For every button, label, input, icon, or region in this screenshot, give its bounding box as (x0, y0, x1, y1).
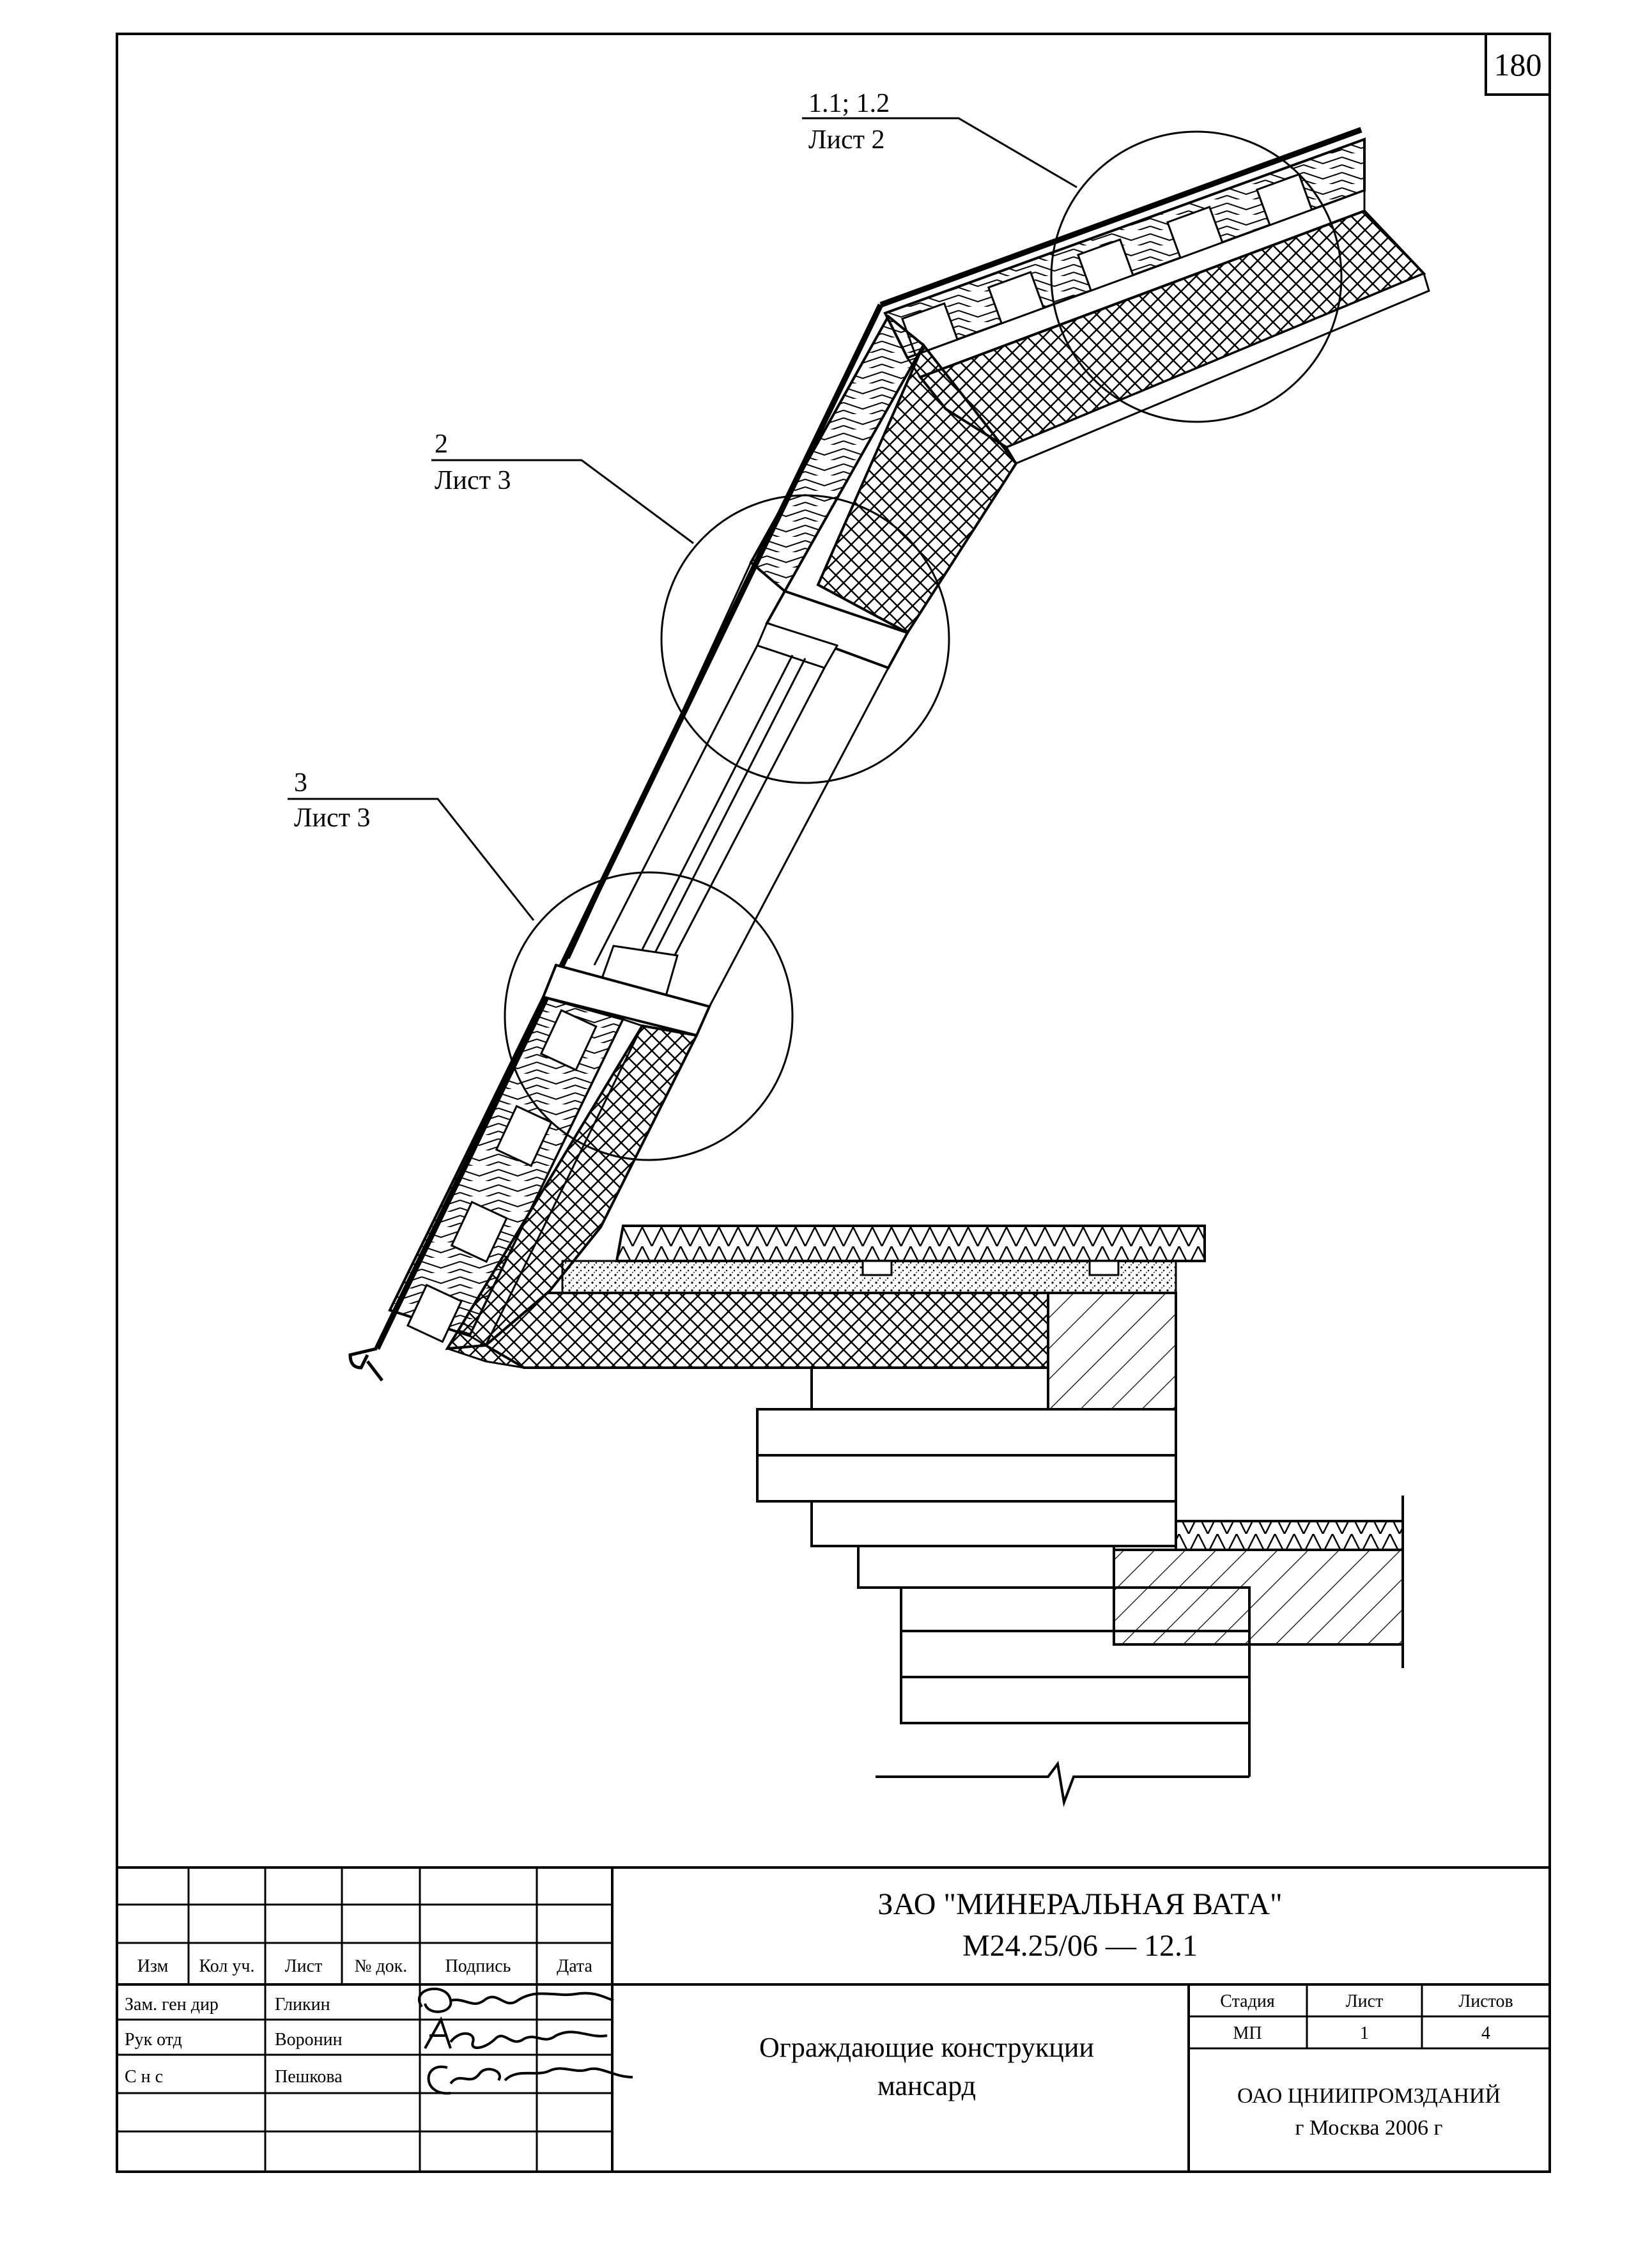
callout-circle-2 (660, 494, 950, 784)
drawing-title-line-2: мансард (877, 2070, 976, 2101)
floor-node (447, 1225, 1404, 1807)
city-year: г Москва 2006 г (1295, 2116, 1443, 2140)
leader-line-1 (802, 117, 1077, 189)
callout-2-sheet: Лист 3 (435, 466, 511, 495)
sheet-number: 180 (1494, 47, 1542, 82)
signature-3 (427, 2065, 633, 2095)
callout-3-sheet: Лист 3 (294, 803, 370, 833)
col-date: Дата (557, 1956, 592, 1976)
staff-name-1: Гликин (275, 1995, 330, 2014)
sheet-number-box (1485, 33, 1551, 96)
callout-labels: 1.1; 1.2 Лист 2 2 Лист 3 3 Лист 3 (294, 89, 890, 833)
stage-label: Стадия (1220, 1991, 1275, 2011)
frame (116, 33, 1551, 2173)
col-signature: Подпись (445, 1956, 511, 1976)
sheet-label: Лист (1346, 1991, 1384, 2011)
leader-line-2 (431, 459, 694, 545)
organization: ОАО ЦНИИПРОМЗДАНИЙ (1237, 2084, 1501, 2108)
steep-roof-section (348, 304, 1018, 1382)
title-block (117, 1866, 1550, 2172)
signature-1 (418, 1987, 614, 2013)
staff-name-3: Пешкова (275, 2067, 343, 2087)
sheets-label: Листов (1458, 1991, 1513, 2011)
leader-line-3 (288, 798, 535, 921)
callout-circle-3 (504, 871, 794, 1161)
document-code: М24.25/06 — 12.1 (962, 1929, 1198, 1963)
sheet-value: 1 (1360, 2023, 1369, 2043)
callout-1-ref: 1.1; 1.2 (808, 89, 890, 118)
company-name: ЗАО "МИНЕРАЛЬНАЯ ВАТА" (877, 1887, 1282, 1921)
callout-1-sheet: Лист 2 (808, 125, 884, 155)
col-izm: Изм (137, 1956, 169, 1976)
callout-circle-1 (1050, 130, 1343, 423)
col-kol-uch: Кол уч. (199, 1956, 255, 1976)
callout-3-ref: 3 (294, 768, 307, 798)
upper-roof-section (879, 127, 1430, 465)
stage-value: МП (1233, 2023, 1262, 2043)
staff-name-2: Воронин (275, 2030, 343, 2050)
callout-2-ref: 2 (435, 429, 448, 459)
signature-2 (424, 2016, 608, 2049)
col-list: Лист (285, 1956, 323, 1976)
sheets-value: 4 (1481, 2023, 1490, 2043)
staff-role-3: С н с (125, 2067, 163, 2087)
col-doc-no: № док. (355, 1956, 408, 1976)
staff-role-2: Рук отд (125, 2030, 182, 2050)
drawing-title-line-1: Ограждающие конструкции (759, 2032, 1094, 2063)
callout-circles (288, 117, 1343, 1161)
staff-role-1: Зам. ген дир (125, 1995, 219, 2014)
title-block-text: Изм Кол уч. Лист № док. Подпись Дата Зам… (125, 1887, 1513, 2140)
